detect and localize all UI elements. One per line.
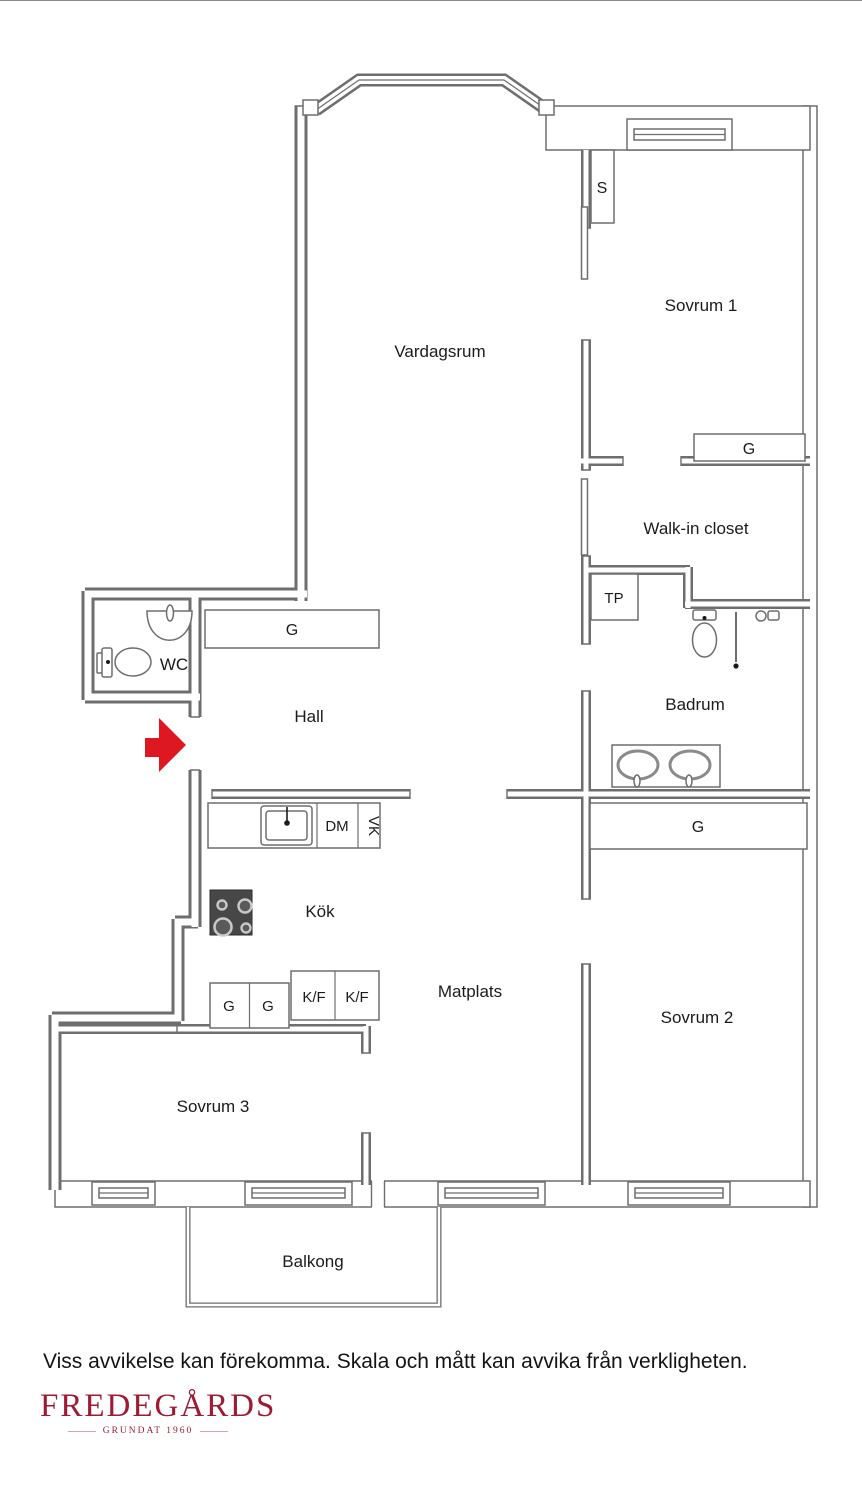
room-label-balkong: Balkong xyxy=(282,1252,343,1271)
sovrum1-door-leaf xyxy=(580,206,589,280)
hall-wardrobe-box xyxy=(204,609,380,649)
label-vk: VK xyxy=(365,816,382,836)
label-cabinet-g2: G xyxy=(262,998,274,1015)
wc-sink-icon xyxy=(146,604,193,641)
label-tp: TP xyxy=(604,590,623,607)
room-label-sovrum1: Sovrum 1 xyxy=(665,296,738,315)
page-top-border xyxy=(0,0,862,1)
brand-logo: FREDEGÅRDS GRUNDAT 1960 xyxy=(40,1388,277,1437)
label-wardrobe-sovrum1: G xyxy=(743,441,755,458)
room-label-hall: Hall xyxy=(294,707,323,726)
label-dishwasher-dm: DM xyxy=(325,818,348,835)
tp-box xyxy=(590,573,639,621)
room-label-sovrum3: Sovrum 3 xyxy=(177,1097,250,1116)
label-cabinet-g1: G xyxy=(223,998,235,1015)
tagline-left-rule xyxy=(67,1430,96,1432)
room-label-badrum: Badrum xyxy=(665,695,725,714)
window-sovrum1 xyxy=(626,118,733,151)
room-label-sovrum2: Sovrum 2 xyxy=(661,1008,734,1027)
walkin-door-leaf xyxy=(580,478,589,556)
label-fridge-kf2: K/F xyxy=(345,989,368,1006)
room-label-vardagsrum: Vardagsrum xyxy=(394,342,485,361)
room-label-kok: Kök xyxy=(305,902,335,921)
entrance-arrow-icon xyxy=(145,718,186,772)
room-label-wc: WC xyxy=(160,655,188,674)
window-sovrum3-left xyxy=(91,1181,156,1206)
storage-boxes xyxy=(204,149,808,1029)
wc-toilet-icon xyxy=(96,647,152,678)
closet-s-box xyxy=(590,149,615,224)
room-label-walkin-closet: Walk-in closet xyxy=(643,519,748,538)
windows xyxy=(91,118,733,1206)
brand-name: FREDEGÅRDS xyxy=(40,1388,277,1424)
wall-network xyxy=(48,105,810,1190)
window-sovrum2 xyxy=(627,1181,731,1206)
room-label-matplats: Matplats xyxy=(438,982,502,1001)
label-fridge-kf1: K/F xyxy=(302,989,325,1006)
label-wardrobe-hall: G xyxy=(286,622,298,639)
disclaimer-text: Viss avvikelse kan förekomma. Skala och … xyxy=(43,1350,748,1373)
sovrum1-wardrobe-box xyxy=(693,433,806,462)
window-sovrum3-right xyxy=(244,1181,353,1206)
stove-icon xyxy=(209,889,253,937)
tagline-right-rule xyxy=(200,1430,229,1432)
bathroom-toilet-icon xyxy=(691,609,718,658)
kitchen-sink-icon xyxy=(260,805,313,846)
bathroom-double-sink-icon xyxy=(611,744,721,788)
window-matplats xyxy=(437,1181,546,1206)
label-closet-s: S xyxy=(597,180,608,197)
brand-tagline: GRUNDAT 1960 xyxy=(102,1426,194,1436)
label-wardrobe-sovrum2: G xyxy=(692,819,704,836)
door-leaves xyxy=(580,206,589,556)
sovrum2-wardrobe-box xyxy=(589,802,808,850)
balcony-outline xyxy=(185,1207,442,1308)
shower-icon xyxy=(733,610,780,669)
bay-window xyxy=(302,73,555,116)
kitchen-lower-cabinets xyxy=(209,970,380,1029)
balcony-door-opening xyxy=(370,1179,386,1209)
